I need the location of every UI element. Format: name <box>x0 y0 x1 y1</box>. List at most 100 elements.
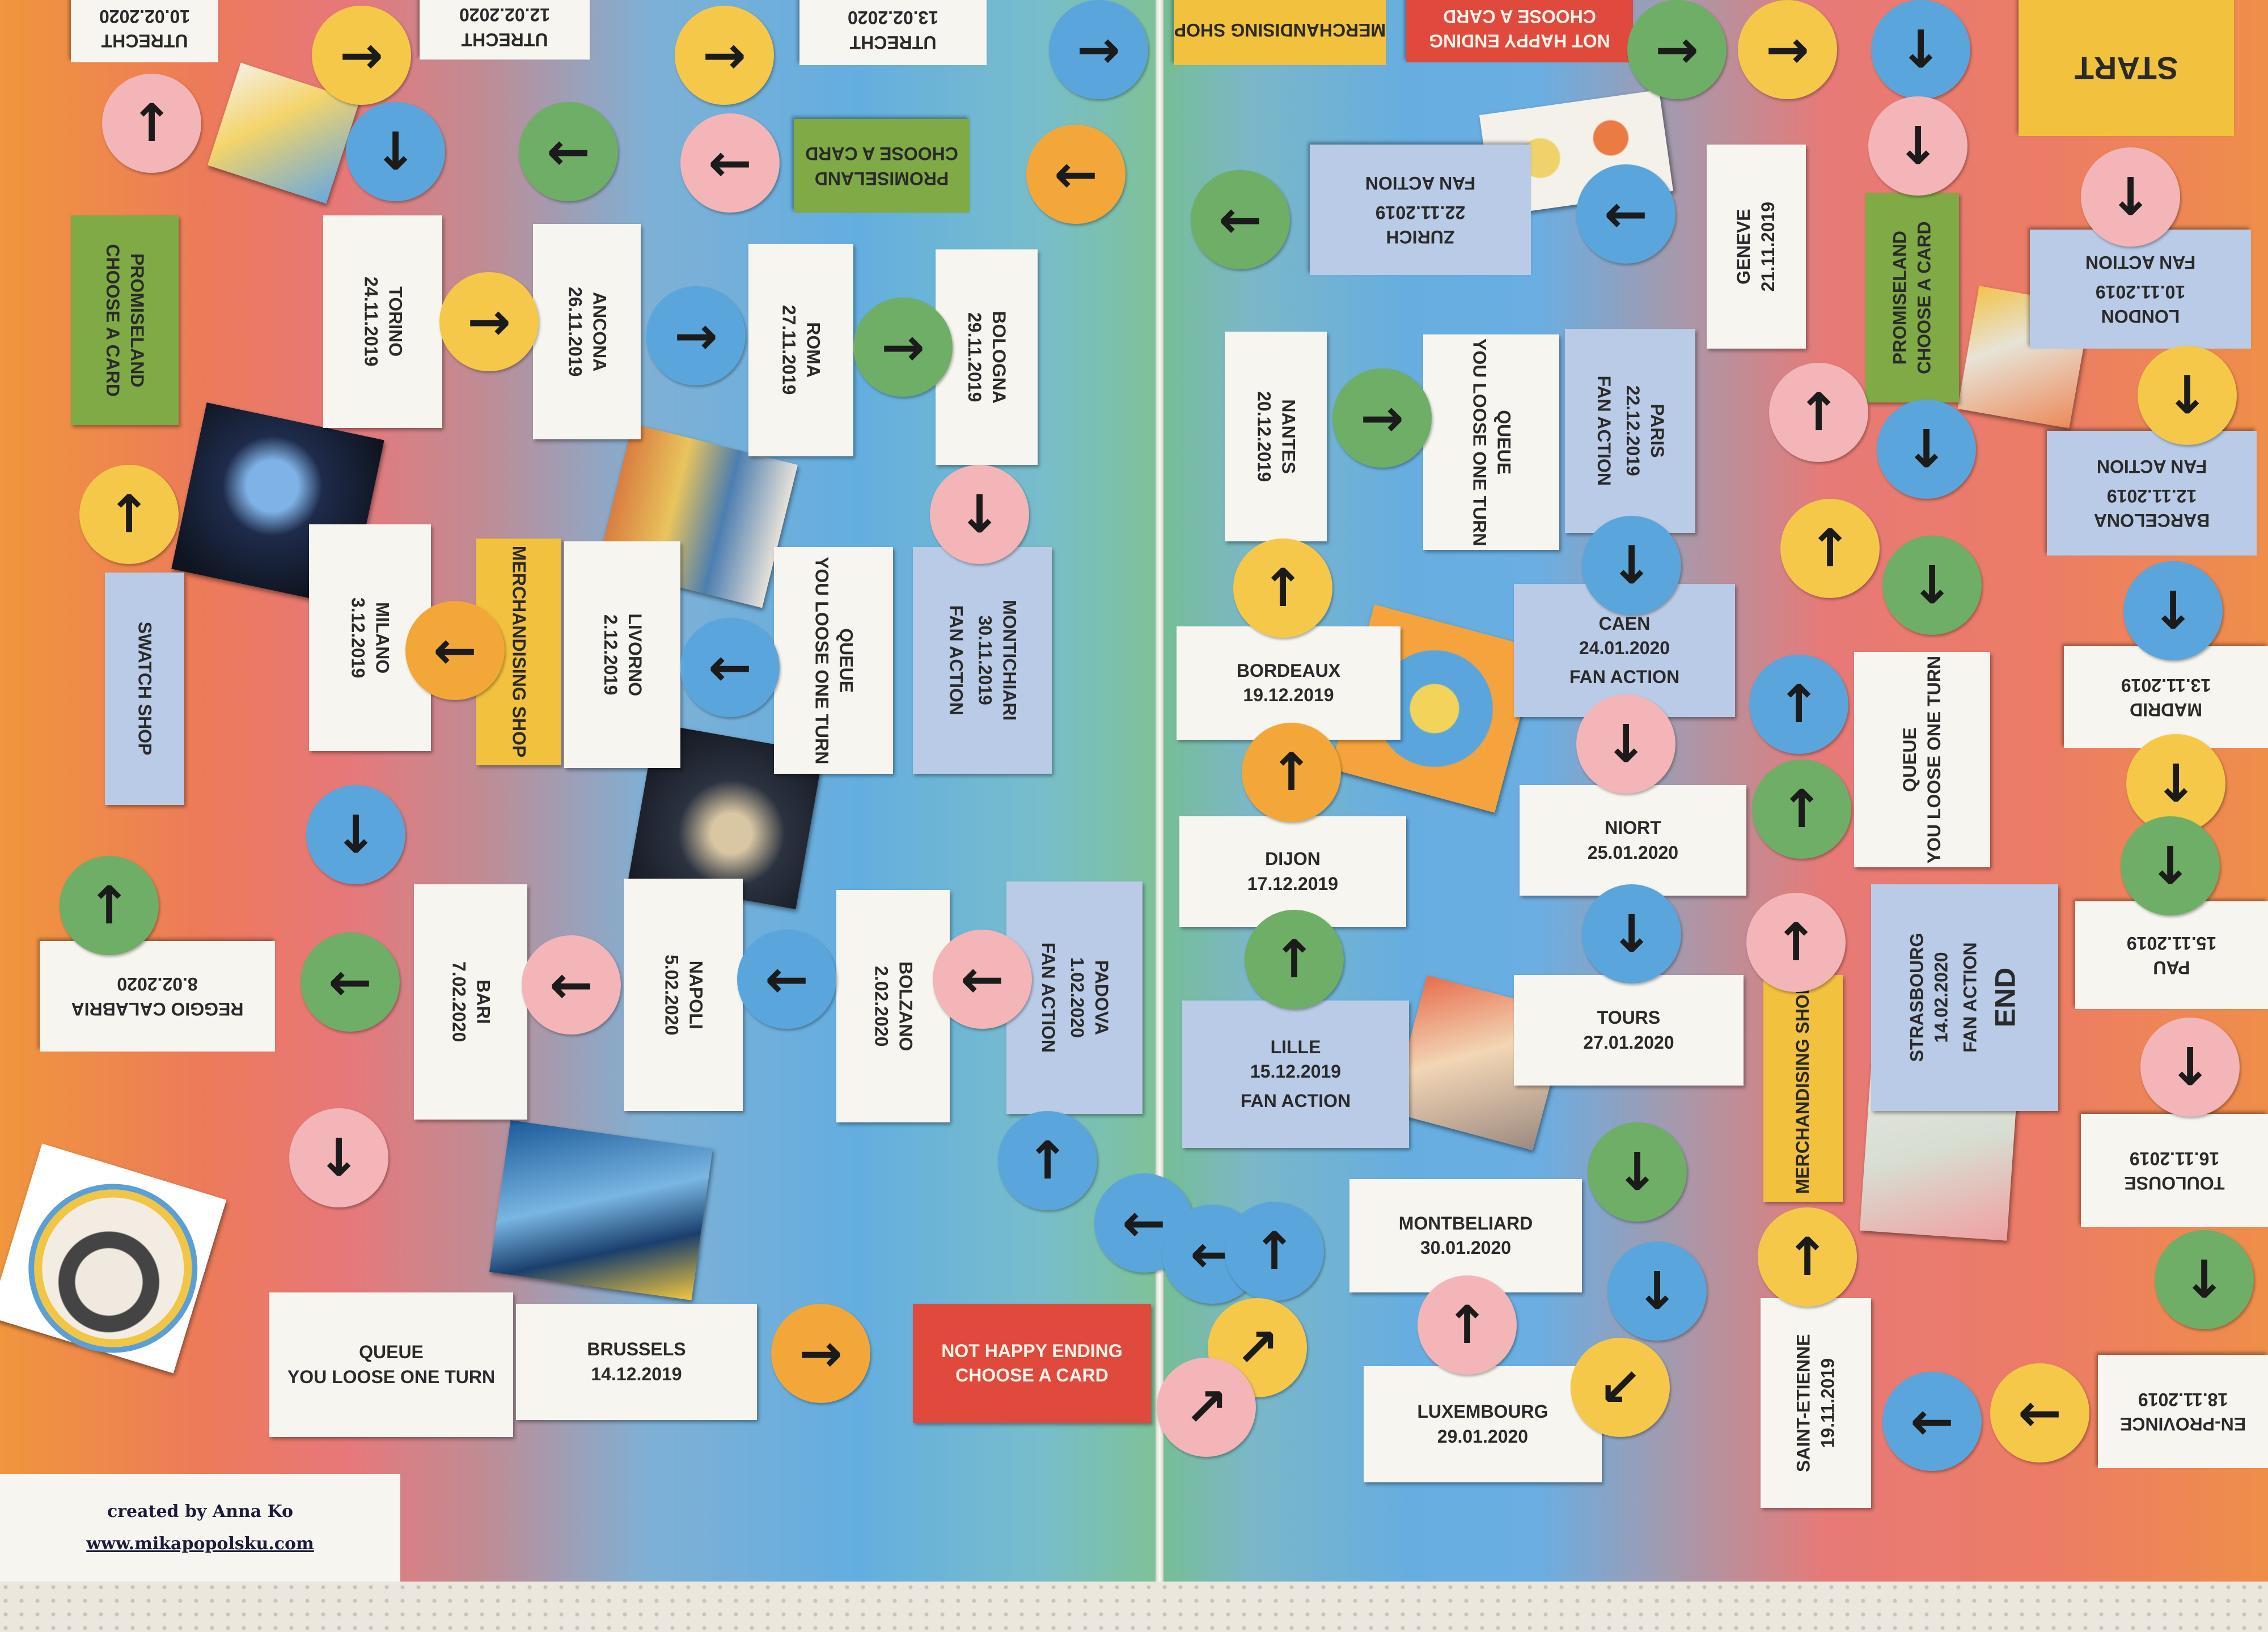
city-date: 20.12.2019 <box>1254 391 1274 482</box>
tile-line: MERCHANDISING SHOP <box>1792 982 1813 1194</box>
arrow-right-icon: → <box>1360 388 1404 448</box>
city-date: 12.11.2019 <box>2106 485 2197 506</box>
arrow-down-icon: ↓ <box>2108 167 2153 227</box>
bologna-tile: BOLOGNA 29.11.2019 <box>936 249 1038 465</box>
arrow-down-icon: ↓ <box>2168 1037 2212 1097</box>
utrecht-tile-3: UTRECHT 13.02.2020 <box>799 0 987 65</box>
arrow-down-icon: ↓ <box>373 121 418 182</box>
city-date: 19.11.2019 <box>1817 1358 1838 1448</box>
credit-website[interactable]: www.mikapopolsku.com <box>86 1534 314 1554</box>
arrow-circle-left: ← <box>1990 1363 2089 1463</box>
arrow-left-icon: ← <box>1053 144 1098 205</box>
arrow-up-icon: ↑ <box>1776 674 1821 735</box>
credit-box: created by Anna Ko www.mikapopolsku.com <box>0 1474 400 1582</box>
city-name: BORDEAUX <box>1236 660 1341 681</box>
arrow-circle-up: ↑ <box>1746 893 1846 992</box>
arrow-circle-right: → <box>1332 368 1432 468</box>
city-date: 10.11.2019 <box>2095 281 2186 302</box>
london-tile: LONDON 10.11.2019 FAN ACTION <box>2030 230 2251 349</box>
city-date: 8.02.2020 <box>117 974 198 995</box>
arrow-circle-up: ↑ <box>1749 655 1848 754</box>
city-name: NANTES <box>1278 399 1299 474</box>
arrow-right-icon: → <box>339 25 384 86</box>
arrow-up-icon: ↑ <box>1808 518 1852 579</box>
arrow-down-icon: ↓ <box>2165 365 2210 426</box>
arrow-circle-left: ← <box>522 935 621 1035</box>
tile-line: CHOOSE A CARD <box>103 244 124 397</box>
arrow-left-icon: ← <box>708 637 752 698</box>
arrow-circle-down: ↓ <box>2081 147 2180 247</box>
arrow-circle-down: ↓ <box>1588 1122 1687 1222</box>
arrow-down-icon: ↓ <box>1910 555 1954 616</box>
padova-tile: PADOVA 1.02.2020 FAN ACTION <box>1006 881 1143 1114</box>
arrow-circle-up: ↑ <box>1225 1202 1324 1301</box>
arrow-up-icon: ↑ <box>1445 1295 1490 1355</box>
arrow-left-icon: ← <box>1910 1391 1954 1452</box>
luxembourg-tile: LUXEMBOURG 29.01.2020 <box>1364 1366 1602 1482</box>
arrow-right-icon: → <box>1765 19 1810 80</box>
end-label: END <box>1989 968 2021 1028</box>
arrow-circle-up: ↑ <box>1417 1275 1517 1375</box>
aix-en-province-tile: EN-PROVINCE 18.11.2019 <box>2098 1355 2268 1468</box>
arrow-up-icon: ↑ <box>1260 558 1305 618</box>
arrow-circle-down: ↓ <box>2123 561 2223 660</box>
arrow-circle-down: ↓ <box>1877 400 1976 499</box>
city-date: 18.11.2019 <box>2138 1389 2228 1410</box>
arrow-circle-up: ↑ <box>102 74 201 173</box>
city-name: REGGIO CALABRIA <box>71 998 244 1019</box>
city-name: SAINT-ETIENNE <box>1793 1334 1814 1472</box>
city-name: GENEVE <box>1733 209 1754 285</box>
city-date: 25.01.2020 <box>1587 842 1679 863</box>
torino-tile: TORINO 24.11.2019 <box>323 215 442 428</box>
merchandising-tile-right: MERCHANDISING SHOP <box>1763 975 1843 1202</box>
city-date: 14.02.2020 <box>1931 952 1952 1044</box>
city-name: EN-PROVINCE <box>2119 1414 2246 1435</box>
ancona-tile: ANCONA 26.11.2019 <box>533 224 641 439</box>
arrow-right-icon: → <box>674 306 718 366</box>
arrow-left-icon: ← <box>549 955 594 1015</box>
arrow-up-icon: ↑ <box>1272 929 1317 990</box>
city-name: MONTICHIARI <box>999 600 1020 721</box>
arrow-down-icon: ↓ <box>1898 19 1943 80</box>
arrow-left-icon: ← <box>1122 1193 1166 1253</box>
arrow-down-left-icon: ↙ <box>1598 1357 1643 1418</box>
arrow-up-icon: ↑ <box>1796 382 1841 443</box>
singer-photo <box>489 1120 713 1300</box>
city-name: TORINO <box>385 286 406 357</box>
city-date: 5.02.2020 <box>661 954 682 1036</box>
city-date: 22.11.2019 <box>1375 202 1466 223</box>
roma-tile: ROMA 27.11.2019 <box>748 244 853 456</box>
arrow-up-icon: ↑ <box>1774 912 1818 973</box>
tile-line: NOT HAPPY ENDING <box>1429 31 1610 52</box>
promiseland-tile-left: PROMISELAND CHOOSE A CARD <box>71 215 179 425</box>
arrow-up-icon: ↑ <box>1252 1221 1297 1282</box>
fan-action-label: FAN ACTION <box>1240 1090 1351 1111</box>
tile-line: CHOOSE A CARD <box>1443 6 1596 27</box>
bordeaux-tile: BORDEAUX 19.12.2019 <box>1177 626 1400 740</box>
montichiari-tile: MONTICHIARI 30.11.2019 FAN ACTION <box>913 547 1052 774</box>
arrow-left-icon: ← <box>433 620 477 681</box>
city-name: UTRECHT <box>101 31 188 52</box>
city-name: CAEN <box>1598 613 1651 634</box>
not-happy-ending-tile-top: NOT HAPPY ENDING CHOOSE A CARD <box>1406 0 1633 62</box>
tile-line: PROMISELAND <box>814 168 949 189</box>
city-date: 12.02.2020 <box>459 5 551 26</box>
city-name: MADRID <box>2130 700 2202 720</box>
city-name: ROMA <box>803 322 824 378</box>
arrow-circle-up: ↑ <box>1780 499 1880 598</box>
city-name: LIVORNO <box>624 613 645 696</box>
arrow-circle-up: ↑ <box>1769 363 1868 462</box>
city-name: UTRECHT <box>849 32 937 53</box>
city-name: LUXEMBOURG <box>1417 1401 1548 1422</box>
city-date: 15.11.2019 <box>2126 933 2217 953</box>
arrow-circle-down: ↓ <box>289 1108 388 1207</box>
arrow-up-icon: ↑ <box>87 875 132 936</box>
city-date: 2.02.2020 <box>870 965 891 1047</box>
tile-line: QUEUE <box>1493 410 1514 474</box>
city-date: 29.01.2020 <box>1437 1426 1529 1447</box>
arrow-down-icon: ↓ <box>1609 904 1654 964</box>
tile-line: QUEUE <box>836 628 857 693</box>
arrow-circle-up: ↑ <box>79 465 179 564</box>
arrow-circle-down: ↓ <box>1576 694 1675 794</box>
